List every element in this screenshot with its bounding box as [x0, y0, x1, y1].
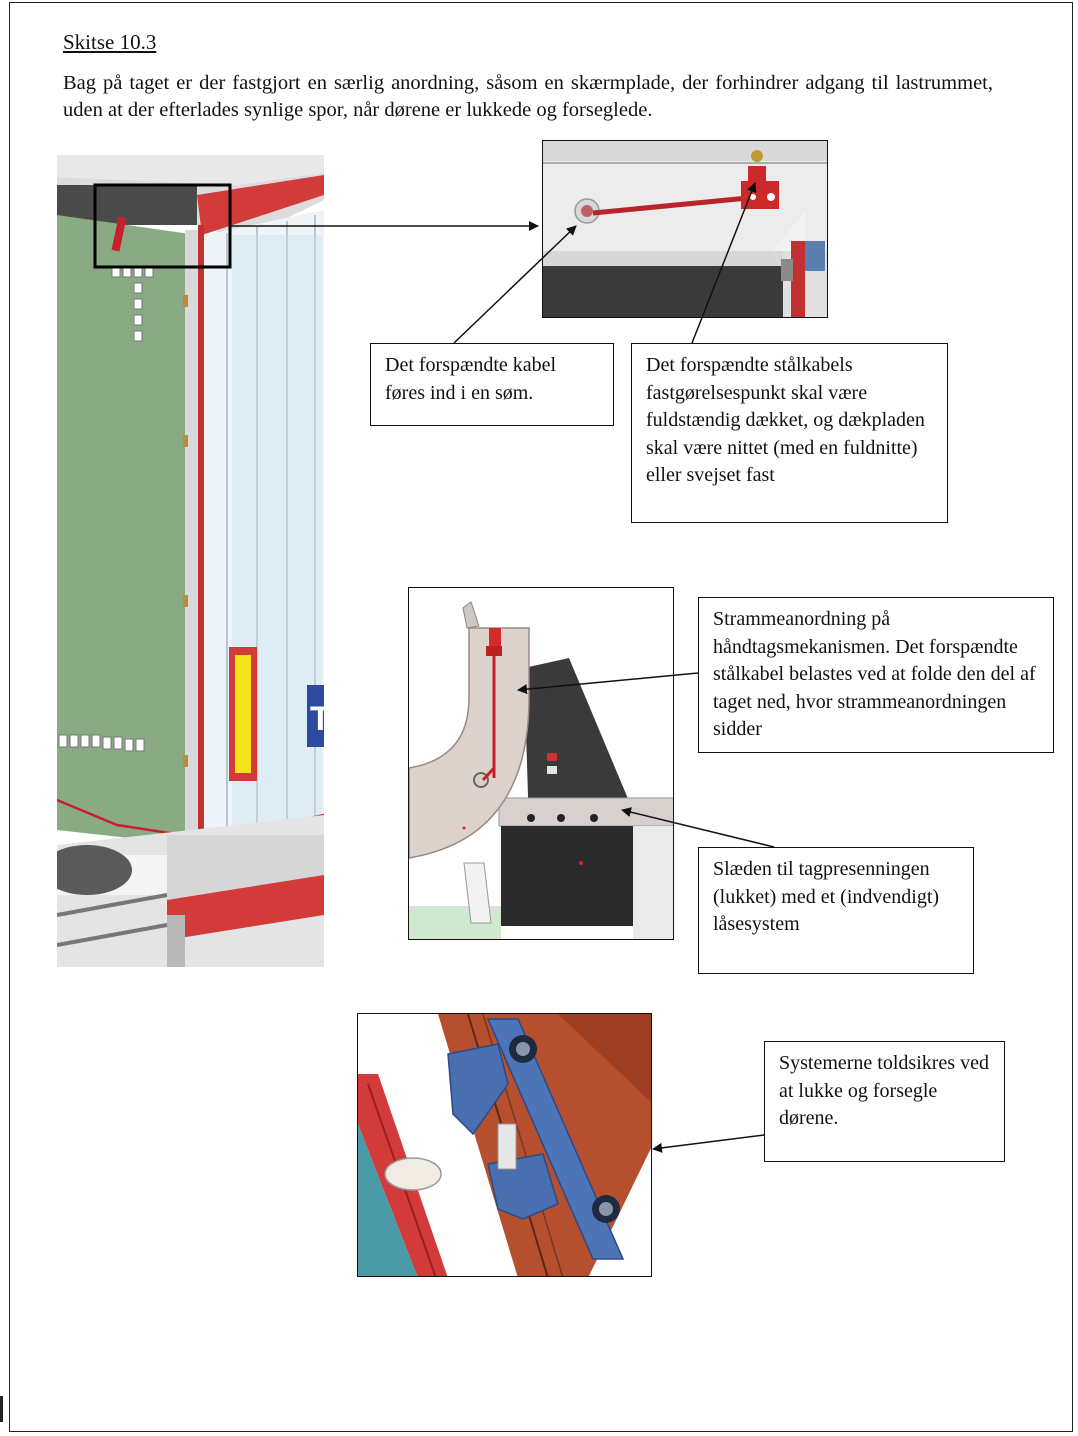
- callout-anchor-covered: Det forspændte stålkabels fastgørelsespu…: [631, 343, 948, 523]
- intro-paragraph: Bag på taget er der fastgjort en særlig …: [63, 72, 993, 121]
- trailer-rear-illustration: T: [57, 155, 324, 967]
- tension-device-image: [408, 587, 674, 940]
- sketch-heading: Skitse 10.3: [63, 30, 157, 54]
- callout-customs-seal: Systemerne toldsikres ved at lukke og fo…: [764, 1041, 1005, 1162]
- margin-mark: [0, 1396, 3, 1422]
- callout-sled: Slæden til tagpresenningen (lukket) med …: [698, 847, 974, 974]
- sealing-hardware-image: [357, 1013, 652, 1277]
- page-border: [9, 2, 1073, 1432]
- cable-anchor-detail-image: [542, 140, 828, 318]
- callout-tension-device: Strammeanordning på håndtagsmekanismen. …: [698, 597, 1054, 753]
- trailer-logo-text: T: [310, 700, 324, 738]
- callout-cable-seam: Det forspændte kabel føres ind i en søm.: [370, 343, 614, 426]
